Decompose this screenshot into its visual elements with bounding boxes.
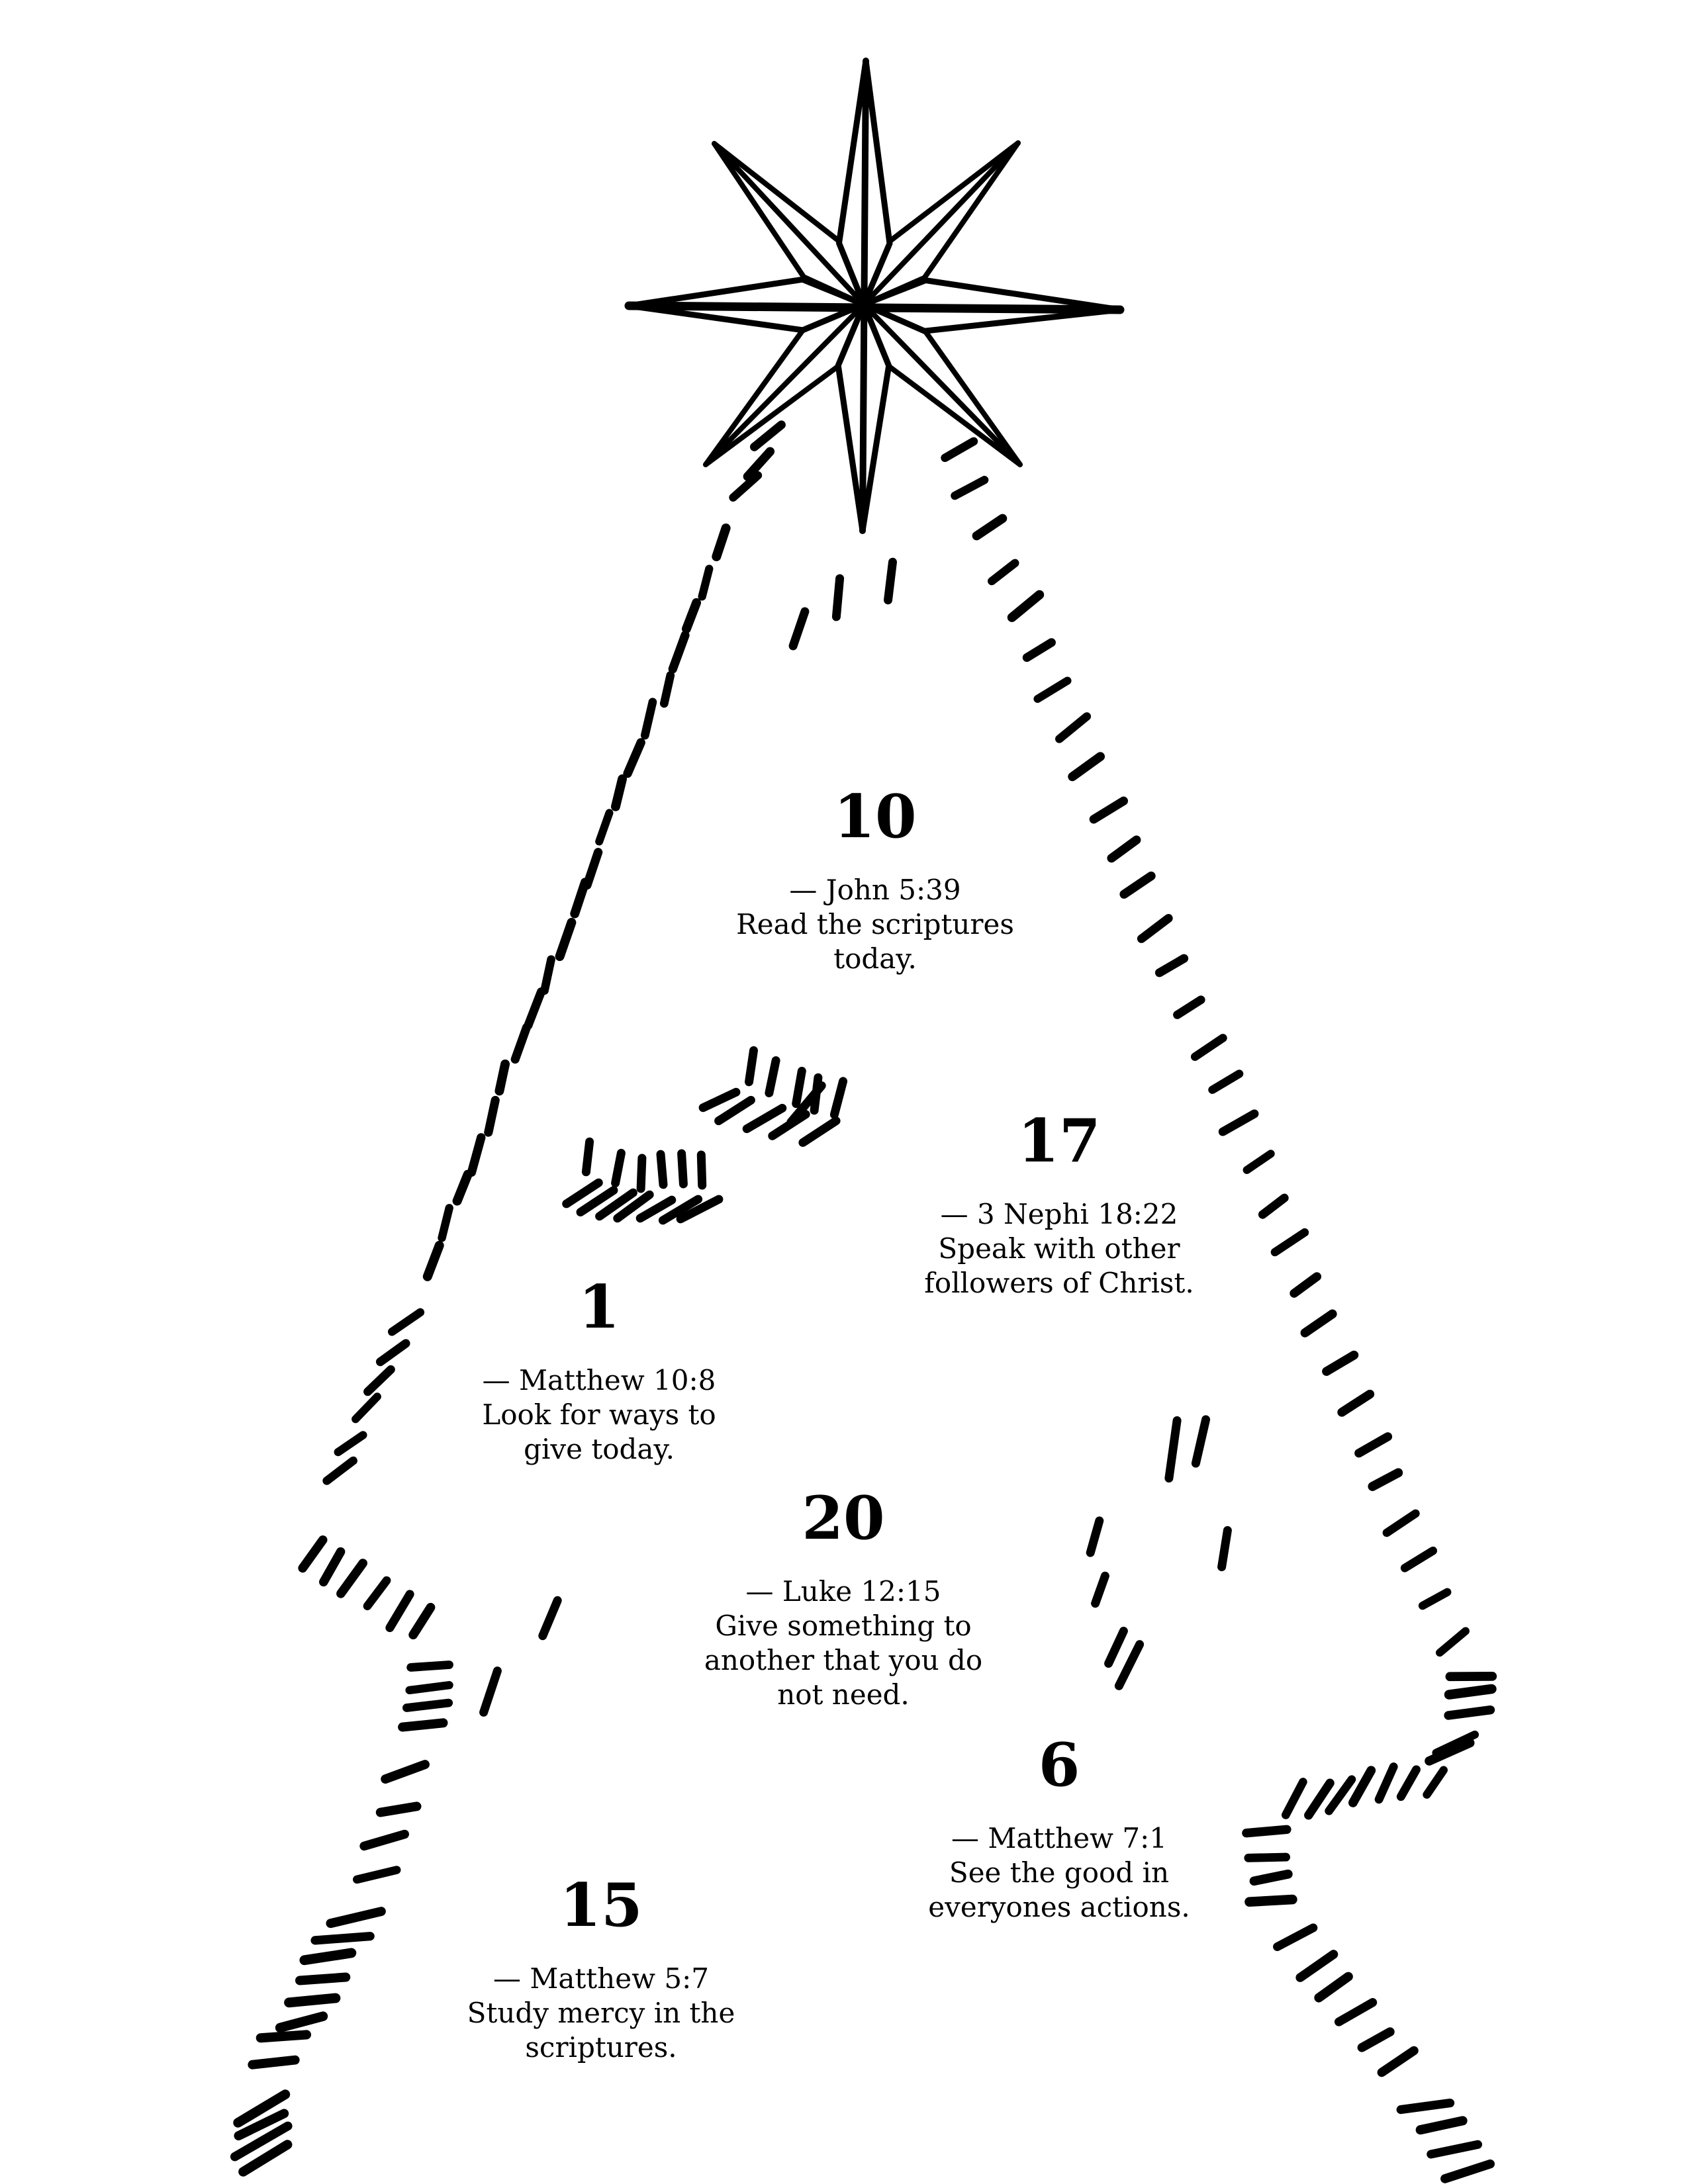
- advent-item-day-6: 6 — Matthew 7:1 See the good in everyone…: [847, 1735, 1271, 1925]
- advent-item-day-17: 17 — 3 Nephi 18:22 Speak with other foll…: [847, 1111, 1271, 1300]
- day-number: 1: [578, 1272, 620, 1342]
- advent-item-day-1: 1 — Matthew 10:8 Look for ways to give t…: [387, 1277, 811, 1467]
- advent-item-day-10: 10 — John 5:39 Read the scriptures today…: [663, 787, 1087, 976]
- day-number: 10: [833, 782, 917, 852]
- day-number: 6: [1038, 1730, 1080, 1800]
- christmas-star-icon: [624, 58, 1125, 534]
- advent-item-day-20: 20 — Luke 12:15 Give something to anothe…: [632, 1488, 1055, 1712]
- scripture-task: — Matthew 7:1 See the good in everyones …: [928, 1822, 1190, 1923]
- advent-item-day-15: 15 — Matthew 5:7 Study mercy in the scri…: [389, 1876, 813, 2065]
- day-number: 15: [559, 1870, 643, 1940]
- scripture-task: — Luke 12:15 Give something to another t…: [704, 1575, 983, 1711]
- day-number: 17: [1017, 1106, 1101, 1176]
- scripture-task: — John 5:39 Read the scriptures today.: [736, 874, 1014, 975]
- scripture-task: — Matthew 5:7 Study mercy in the scriptu…: [467, 1962, 735, 2064]
- scripture-task: — 3 Nephi 18:22 Speak with other followe…: [924, 1198, 1194, 1299]
- day-number: 20: [802, 1483, 885, 1553]
- tree-outline-dashes: [230, 420, 1497, 2183]
- scripture-task: — Matthew 10:8 Look for ways to give tod…: [482, 1364, 716, 1465]
